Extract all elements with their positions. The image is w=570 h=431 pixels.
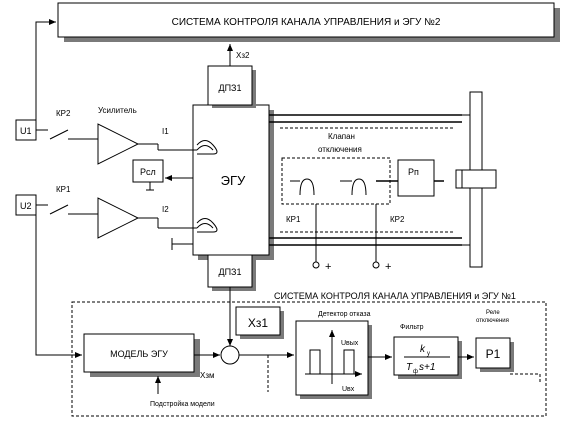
p-sl-box (132, 159, 164, 183)
top-system-title: СИСТЕМА КОНТРОЛЯ КАНАЛА УПРАВЛЕНИЯ и ЭГУ… (172, 17, 441, 28)
shutoff-valve: Клапан отключения Рп КР1 КР2 + + (281, 132, 444, 273)
top-control-system: СИСТЕМА КОНТРОЛЯ КАНАЛА УПРАВЛЕНИЯ и ЭГУ… (57, 2, 560, 42)
p-p-box (397, 159, 435, 197)
valve-line2: отключения (318, 145, 362, 154)
plus-1: + (325, 261, 331, 273)
detector-uout: Uвых (341, 340, 359, 347)
relay-out-label-1: Реле (486, 310, 500, 316)
signal-u2: U2 (20, 201, 32, 211)
egu-unit: ЭГУ ДПЗ1 ДПЗ1 I1 I2 (158, 65, 274, 291)
amplifier-label: Усилитель (98, 106, 137, 115)
plus-2: + (385, 261, 391, 273)
valve-line1: Клапан (328, 132, 355, 141)
model-tuning: Подстройка модели (150, 400, 215, 408)
relay-kr2-valve: КР2 (390, 215, 405, 224)
detector-uin: Uвх (342, 386, 355, 393)
relay-kr1-left: КР1 (56, 185, 71, 194)
amplifier-2 (97, 197, 140, 239)
relay-kr2-left: КР2 (56, 109, 71, 118)
detector-label: Детектор отказа (318, 311, 371, 318)
signal-p-p: Рп (408, 167, 419, 177)
dp-top-label: ДПЗ1 (218, 83, 241, 93)
signal-xz1: Xз1 (248, 316, 269, 330)
bottom-control-system: СИСТЕМА КОНТРОЛЯ КАНАЛА УПРАВЛЕНИЯ и ЭГУ… (71, 287, 547, 417)
amplifier-1 (97, 123, 140, 165)
relay-out-label-2: отключения (476, 318, 509, 324)
piston (455, 169, 497, 189)
relay-kr1-valve: КР1 (286, 215, 301, 224)
summing-junction (220, 345, 240, 365)
bottom-system-title: СИСТЕМА КОНТРОЛЯ КАНАЛА УПРАВЛЕНИЯ и ЭГУ… (274, 291, 516, 301)
current-i2: I2 (162, 205, 169, 214)
filter-numerator: k (420, 344, 426, 355)
signal-p-sl: Рсл (140, 167, 156, 177)
filter-numerator-sub: у (427, 351, 430, 357)
current-i1: I1 (162, 127, 169, 136)
filter-den-sub: ф (413, 369, 418, 375)
signal-xz2: Xз2 (236, 51, 250, 60)
egu-label: ЭГУ (221, 173, 246, 188)
filter-den-t: T (406, 362, 413, 373)
filter-den-rest: s+1 (419, 362, 435, 373)
relay-out-name: Р1 (486, 347, 501, 361)
signal-u1: U1 (20, 126, 32, 136)
model-label: МОДЕЛЬ ЭГУ (110, 349, 168, 359)
filter-label: Фильтр (400, 324, 424, 331)
dp-bottom-label: ДПЗ1 (218, 267, 241, 277)
signal-xzm: Xзм (200, 371, 215, 380)
